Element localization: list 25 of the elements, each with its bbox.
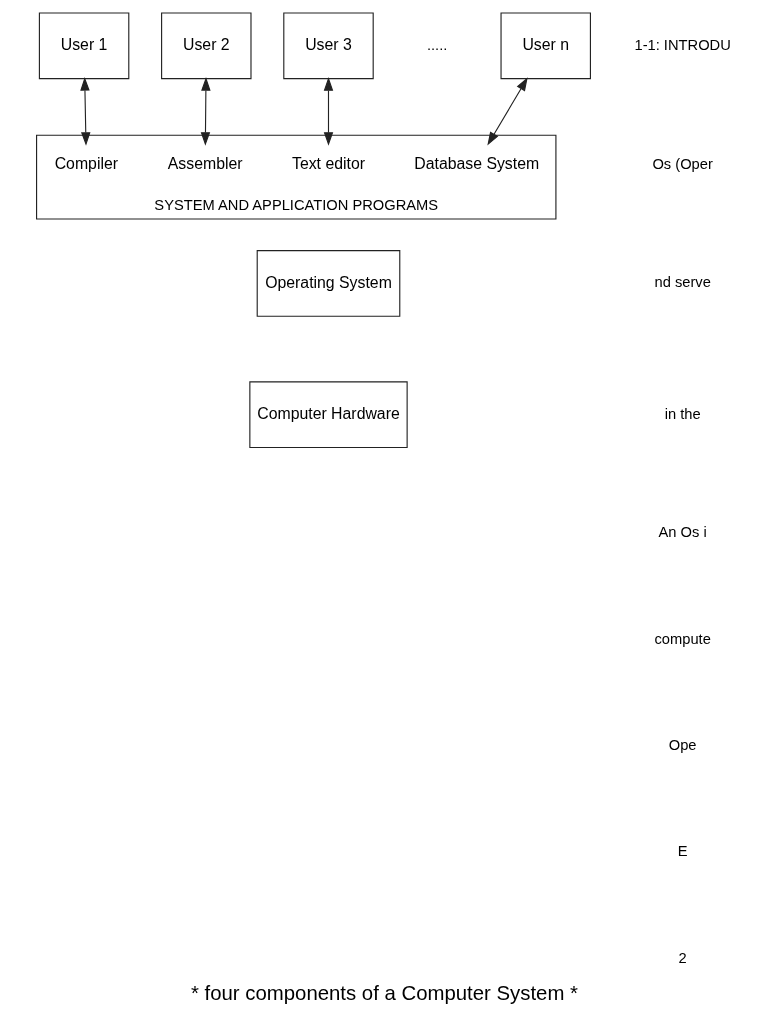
label: An Os i bbox=[658, 524, 707, 541]
node-box: Computer Hardware bbox=[248, 381, 408, 449]
node-text: Text editor bbox=[291, 154, 365, 172]
label: 1-1: INTRODU bbox=[633, 36, 731, 53]
label: nd serve bbox=[653, 274, 711, 291]
caption: * four components of a Computer System * bbox=[190, 982, 578, 1005]
label: Ope bbox=[668, 737, 697, 754]
node-box: User 1 bbox=[38, 12, 129, 80]
label: E bbox=[677, 843, 688, 860]
label: compute bbox=[653, 630, 711, 647]
arrow bbox=[200, 77, 211, 146]
arrow bbox=[79, 77, 90, 146]
node-box: Operating System bbox=[256, 250, 400, 317]
arrow bbox=[323, 77, 333, 146]
label: 2 bbox=[678, 949, 687, 966]
node-box: User 2 bbox=[160, 12, 252, 80]
node-box: User 3 bbox=[282, 12, 374, 80]
node-box: User n bbox=[499, 12, 591, 80]
node-text: Compiler bbox=[54, 154, 118, 172]
label: in the bbox=[664, 405, 701, 422]
arrow bbox=[486, 77, 528, 146]
node-text: Assembler bbox=[167, 154, 243, 172]
label: Os (Oper bbox=[651, 155, 713, 172]
node-text: Database System bbox=[413, 154, 539, 172]
label: ..... bbox=[426, 36, 447, 53]
